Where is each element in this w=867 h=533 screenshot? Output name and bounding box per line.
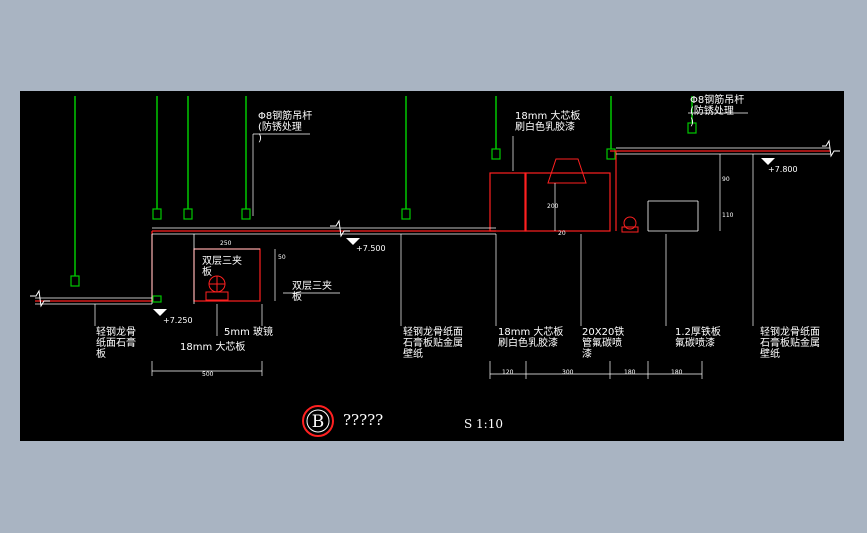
board-top-line2: 刷白色乳胶漆 bbox=[515, 122, 575, 133]
double-plywood-b-label: 双层三夹 板 bbox=[292, 281, 332, 303]
break-marks bbox=[30, 139, 840, 308]
iron-plate-line1: 1.2厚铁板 bbox=[675, 327, 721, 338]
rod-right-line2: (防锈处理 bbox=[690, 106, 734, 117]
dim-180-b: 180 bbox=[671, 369, 683, 376]
rod-left-line1: Φ8钢筋吊杆 bbox=[258, 111, 313, 122]
core-board-left-label: 18mm 大芯板 bbox=[180, 342, 246, 353]
ceiling-section-drawing bbox=[30, 96, 840, 437]
clamp bbox=[606, 148, 616, 160]
iron-tube-line2: 管氟碳喷 bbox=[582, 338, 622, 349]
gypsum-mid-line1: 轻钢龙骨纸面 bbox=[403, 327, 463, 338]
level-markers bbox=[153, 158, 775, 316]
spotlight-icon bbox=[623, 216, 637, 230]
rod-left-label: Φ8钢筋吊杆 (防锈处理 ) bbox=[258, 111, 312, 144]
rod-left-line2: (防锈处理 bbox=[258, 122, 302, 133]
dim-200: 200 bbox=[547, 203, 559, 210]
rod-right-line1: Φ8钢筋吊杆 bbox=[690, 95, 745, 106]
gypsum-left-label: 轻钢龙骨 纸面石膏 板 bbox=[96, 327, 136, 360]
level-right: +7.800 bbox=[768, 165, 798, 174]
rod-clamps bbox=[70, 122, 697, 303]
double-plywood-b-line2: 板 bbox=[292, 292, 302, 303]
level-marker-right bbox=[761, 158, 775, 165]
upper-box bbox=[524, 172, 611, 232]
drawing-canvas: Φ8钢筋吊杆 (防锈处理 ) 18mm 大芯板 刷白色乳胶漆 Φ8钢筋吊杆 (防… bbox=[20, 91, 844, 441]
gypsum-right-line1: 轻钢龙骨纸面 bbox=[760, 327, 820, 338]
rod-right-line3: ) bbox=[690, 117, 694, 128]
clamp bbox=[241, 208, 251, 220]
level-left: +7.250 bbox=[163, 316, 193, 325]
gypsum-mid-line2: 石膏板贴金属 bbox=[403, 338, 463, 349]
level-marker-mid bbox=[346, 238, 360, 245]
rod-left-line3: ) bbox=[258, 133, 262, 144]
iron-tube-label: 20X20铁 管氟碳喷 漆 bbox=[582, 327, 624, 360]
gypsum-mid-label: 轻钢龙骨纸面 石膏板贴金属 壁纸 bbox=[403, 327, 463, 360]
board-top-label: 18mm 大芯板 刷白色乳胶漆 bbox=[515, 111, 580, 133]
dim-110: 110 bbox=[722, 212, 734, 219]
drawing-scale: S 1:10 bbox=[464, 417, 503, 431]
section-marker-inner bbox=[306, 409, 330, 433]
core-board-mid-line1: 18mm 大芯板 bbox=[498, 327, 564, 338]
gypsum-mid-line3: 壁纸 bbox=[403, 349, 423, 360]
dim-250: 250 bbox=[220, 240, 232, 247]
break-right bbox=[822, 139, 840, 158]
dim-500: 500 bbox=[202, 371, 214, 378]
double-plywood-a-label: 双层三夹 板 bbox=[202, 256, 242, 278]
iron-tube-line1: 20X20铁 bbox=[582, 327, 625, 338]
drawing-title: ????? bbox=[343, 411, 384, 429]
dim-20: 20 bbox=[558, 230, 566, 237]
board-top-line1: 18mm 大芯板 bbox=[515, 111, 581, 122]
level-mid: +7.500 bbox=[356, 244, 386, 253]
dim-300: 300 bbox=[562, 369, 574, 376]
clamp bbox=[491, 148, 501, 160]
rod-right-label: Φ8钢筋吊杆 (防锈处理 ) bbox=[690, 95, 744, 128]
clamp bbox=[152, 295, 162, 303]
gypsum-right-line3: 壁纸 bbox=[760, 349, 780, 360]
clamp bbox=[687, 122, 697, 134]
dim-180-a: 180 bbox=[624, 369, 636, 376]
iron-tube-line3: 漆 bbox=[582, 349, 592, 360]
iron-plate-label: 1.2厚铁板 氟碳喷漆 bbox=[675, 327, 721, 349]
section-marker-ring bbox=[302, 405, 334, 437]
clamp bbox=[70, 275, 80, 287]
clamp bbox=[401, 208, 411, 220]
gypsum-left-line1: 轻钢龙骨 bbox=[96, 327, 136, 338]
suspension-rods bbox=[74, 96, 693, 281]
light-fittings bbox=[205, 158, 639, 301]
double-plywood-a-line2: 板 bbox=[202, 267, 212, 278]
board-outlines bbox=[35, 147, 830, 305]
clamp bbox=[152, 208, 162, 220]
upper-box-left bbox=[489, 172, 527, 232]
iron-plate-line2: 氟碳喷漆 bbox=[675, 338, 715, 349]
gypsum-right-line2: 石膏板贴金属 bbox=[760, 338, 820, 349]
core-board-mid-label: 18mm 大芯板 刷白色乳胶漆 bbox=[498, 327, 563, 349]
break-left bbox=[30, 289, 50, 308]
mirror-label: 5mm 玻镜 bbox=[224, 327, 274, 338]
dim-120: 120 bbox=[502, 369, 514, 376]
clamp bbox=[183, 208, 193, 220]
leaders bbox=[94, 112, 754, 379]
double-plywood-b-line1: 双层三夹 bbox=[292, 281, 332, 292]
level-marker-left bbox=[153, 309, 167, 316]
break-mid bbox=[330, 219, 350, 238]
spotlight-base bbox=[621, 226, 639, 233]
section-marker-letter: B bbox=[311, 412, 325, 432]
dim-90: 90 bbox=[722, 176, 730, 183]
air-vent-icon bbox=[547, 158, 587, 184]
double-plywood-a-line1: 双层三夹 bbox=[202, 256, 242, 267]
downlight-base bbox=[205, 291, 229, 301]
core-board-mid-line2: 刷白色乳胶漆 bbox=[498, 338, 558, 349]
ceiling-boards bbox=[35, 150, 830, 302]
gypsum-left-line2: 纸面石膏 bbox=[96, 338, 136, 349]
gypsum-right-label: 轻钢龙骨纸面 石膏板贴金属 壁纸 bbox=[760, 327, 820, 360]
gypsum-left-line3: 板 bbox=[96, 349, 106, 360]
dim-50: 50 bbox=[278, 254, 286, 261]
